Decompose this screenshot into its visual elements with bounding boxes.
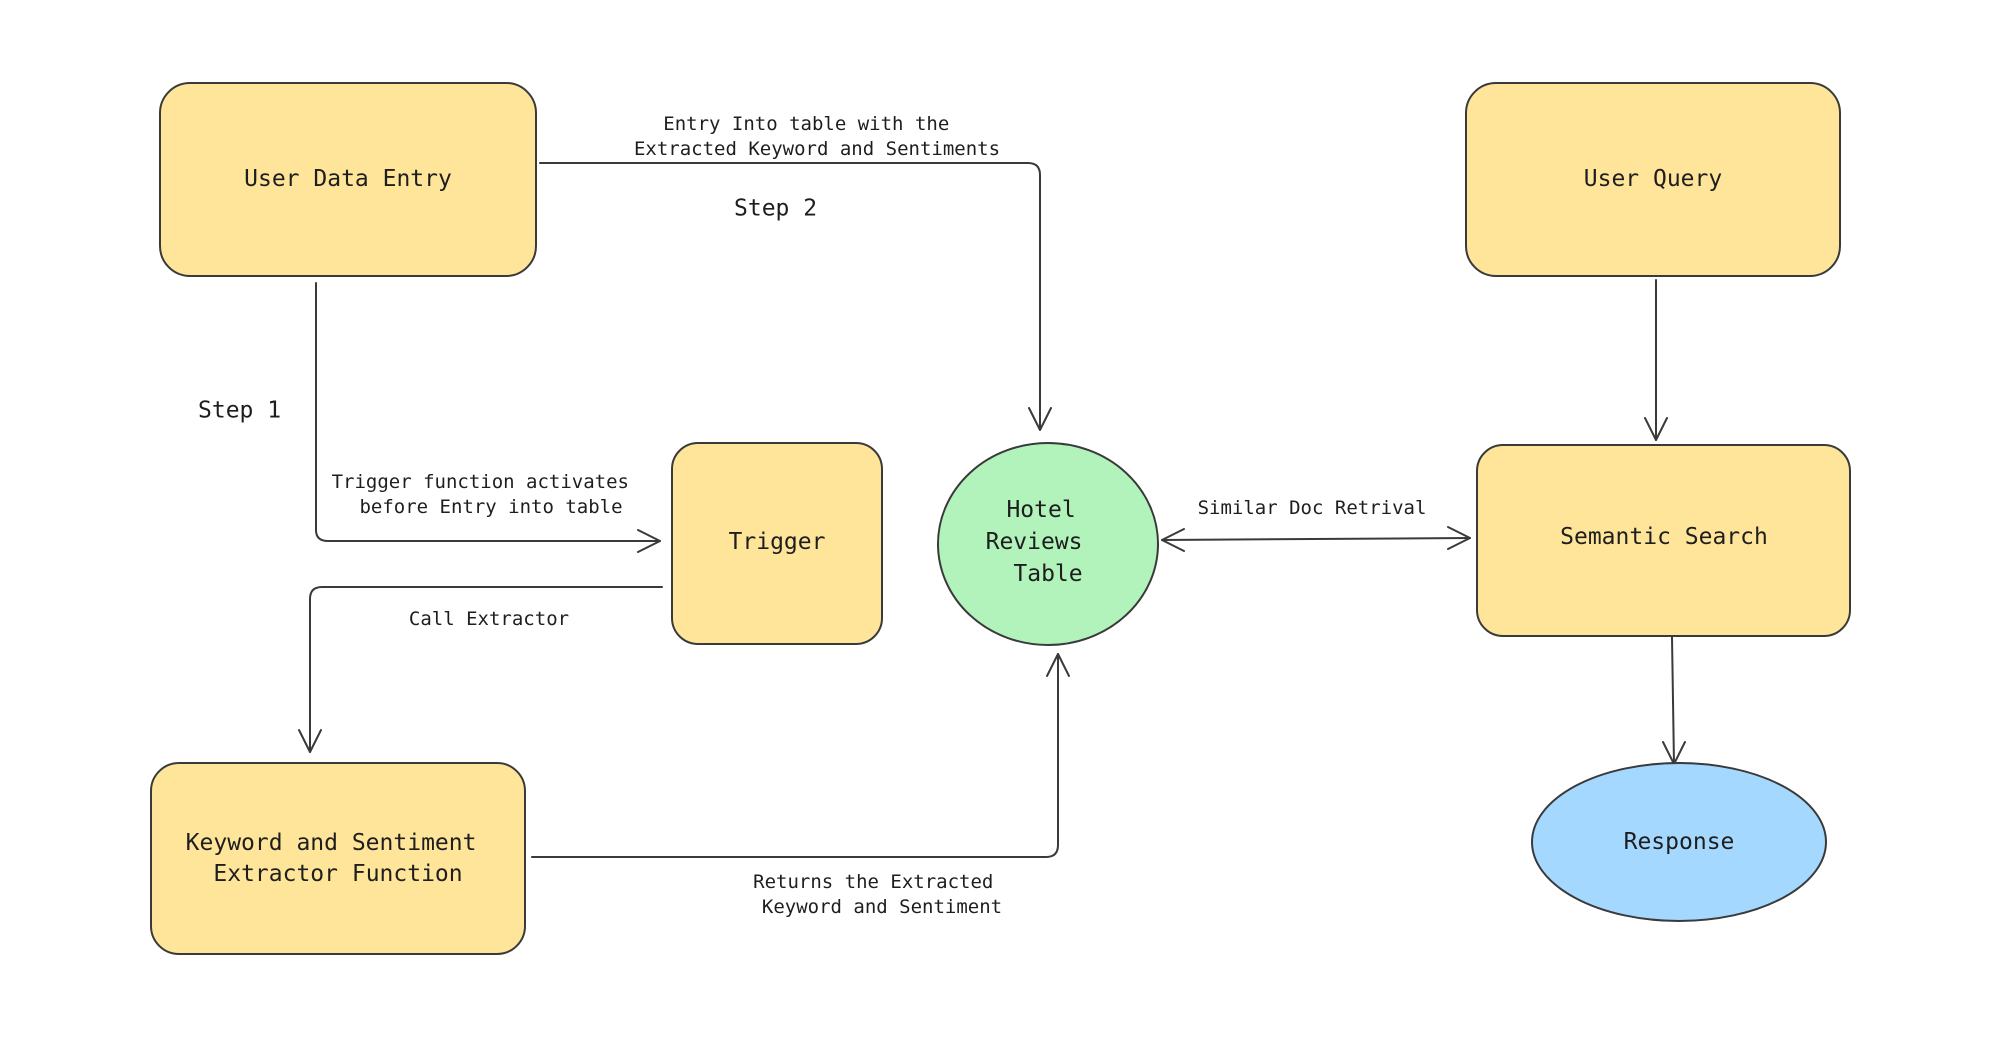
label-line: User Query <box>1584 166 1722 192</box>
node-semantic-search-label: Semantic Search <box>1560 524 1768 550</box>
edge-label-trigger-to-extractor: Call Extractor <box>409 608 569 630</box>
label-line: User Data Entry <box>244 166 452 192</box>
node-user-query-label: User Query <box>1584 166 1722 192</box>
node-hotel-reviews-table-shape <box>937 442 1159 646</box>
label-line: Reviews <box>986 529 1083 555</box>
node-user-data-entry-box <box>159 82 537 277</box>
edge-label-entry-to-trigger: Trigger function activates before Entry … <box>332 471 641 518</box>
edge-labels: Entry Into table with the Extracted Keyw… <box>332 113 1427 918</box>
label-line: Trigger <box>729 529 826 555</box>
step-labels: Step 1 Step 2 <box>198 196 817 424</box>
node-user-query-box <box>1465 82 1841 277</box>
node-extractor[interactable]: Keyword and Sentiment Extractor Function <box>150 762 526 955</box>
node-extractor-label: Keyword and Sentiment Extractor Function <box>186 830 491 887</box>
node-user-data-entry-label: User Data Entry <box>244 166 452 192</box>
node-hotel-reviews-table-label: Hotel Reviews Table <box>986 497 1097 587</box>
edges <box>298 162 1686 858</box>
node-user-query[interactable]: User Query <box>1465 82 1841 277</box>
node-extractor-box <box>150 762 526 955</box>
step-1-label: Step 1 <box>198 398 281 424</box>
label-line: Extractor Function <box>213 861 462 887</box>
step-2-label: Step 2 <box>734 196 817 222</box>
label-line: Keyword and Sentiment <box>762 896 1002 918</box>
label-line: Entry Into table with the <box>663 113 949 135</box>
edge-entry-to-table <box>539 162 1052 431</box>
edge-label-entry-to-table: Entry Into table with the Extracted Keyw… <box>634 113 1000 160</box>
label-line: Similar Doc Retrival <box>1198 497 1427 519</box>
label-line: Response <box>1624 829 1735 855</box>
label-line: Table <box>1013 561 1082 587</box>
node-response-shape <box>1531 762 1827 922</box>
node-trigger[interactable]: Trigger <box>671 442 883 645</box>
node-semantic-search-box <box>1476 444 1851 637</box>
edge-label-table-search: Similar Doc Retrival <box>1198 497 1427 519</box>
edge-query-to-search <box>1644 279 1668 441</box>
edge-extractor-to-table <box>531 653 1070 858</box>
node-semantic-search[interactable]: Semantic Search <box>1476 444 1851 637</box>
node-hotel-reviews-table[interactable]: Hotel Reviews Table <box>937 442 1159 646</box>
node-trigger-box <box>671 442 883 645</box>
node-response[interactable]: Response <box>1531 762 1827 922</box>
nodes: User Data Entry Trigger Keyword and Sent… <box>150 82 1851 955</box>
edge-entry-to-trigger <box>315 282 661 553</box>
label-line: Returns the Extracted <box>753 871 993 893</box>
node-user-data-entry[interactable]: User Data Entry <box>159 82 537 277</box>
edge-search-to-response <box>1662 636 1686 765</box>
edge-trigger-to-extractor <box>298 586 663 753</box>
label-line: Extracted Keyword and Sentiments <box>634 138 1000 160</box>
label-line: Trigger function activates <box>332 471 629 493</box>
label-line: Call Extractor <box>409 608 569 630</box>
label-line: Semantic Search <box>1560 524 1768 550</box>
edge-label-extractor-to-table: Returns the Extracted Keyword and Sentim… <box>753 871 1005 918</box>
label-line: Hotel <box>1006 497 1075 523</box>
label-line: Keyword and Sentiment <box>186 830 477 856</box>
edge-table-search <box>1161 526 1471 552</box>
node-trigger-label: Trigger <box>729 529 826 555</box>
node-response-label: Response <box>1624 829 1735 855</box>
label-line: before Entry into table <box>359 496 622 518</box>
